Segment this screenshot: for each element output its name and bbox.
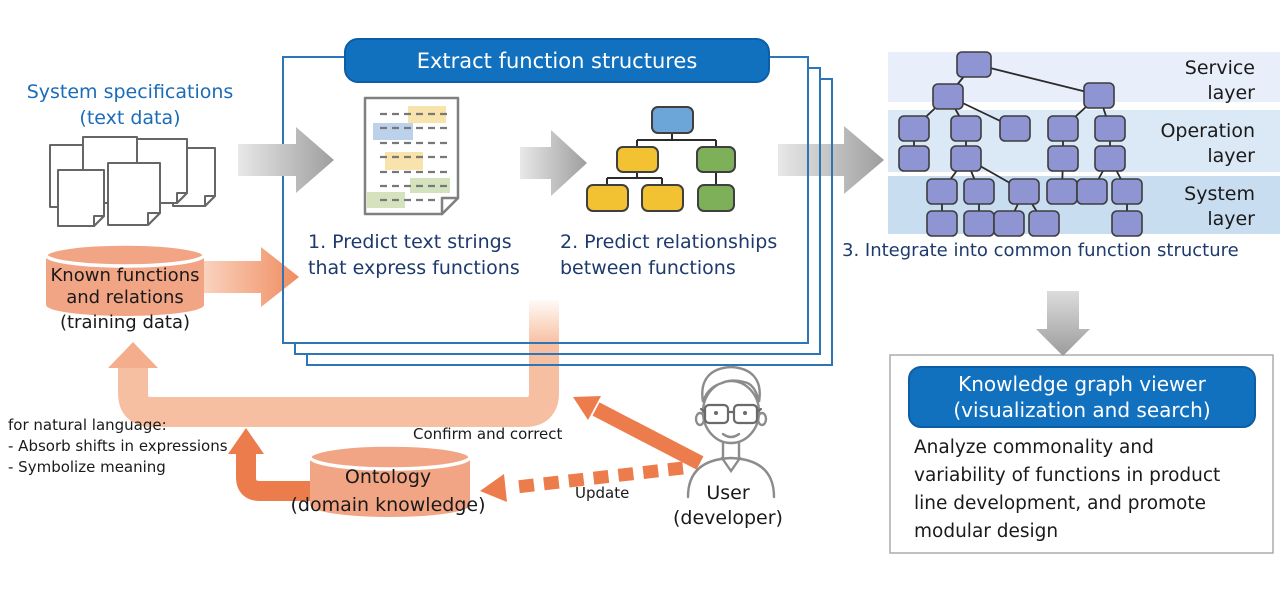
natural-language-notes: for natural language: - Absorb shifts in… — [8, 415, 228, 478]
viewer-desc-line4: modular design — [914, 521, 1059, 542]
user-eye-left — [714, 411, 718, 415]
function-tree-icon — [586, 106, 736, 212]
user-hair — [701, 365, 761, 403]
arrow-training-to-panel — [204, 247, 299, 307]
service-layer-line1: Service — [1184, 57, 1255, 79]
training-db-label: Known functions and relations — [35, 265, 215, 309]
viewer-desc-line3: line development, and promote — [914, 493, 1206, 514]
viewer-banner-line2: (visualization and search) — [953, 398, 1211, 422]
step1-line1: 1. Predict text strings — [308, 231, 512, 253]
viewer-desc-line2: variability of functions in product — [914, 465, 1221, 486]
operation-layer-line2: layer — [1207, 145, 1255, 167]
user-smile — [721, 432, 741, 439]
operation-layer-line1: Operation — [1160, 120, 1255, 142]
user-label: User (developer) — [648, 481, 808, 531]
training-db-caption: (training data) — [59, 312, 191, 333]
ontology-to-training-arrow — [228, 428, 316, 501]
update-label: Update — [575, 484, 630, 502]
service-layer-line2: layer — [1207, 82, 1255, 104]
training-db-line1: Known functions — [50, 265, 200, 286]
training-db-line2: and relations — [66, 287, 184, 308]
step1-label: 1. Predict text strings that express fun… — [308, 229, 520, 281]
annotated-document-icon — [363, 96, 460, 216]
step1-line2: that express functions — [308, 257, 520, 279]
step2-line1: 2. Predict relationships — [560, 231, 778, 253]
training-db-cylinder — [44, 242, 206, 316]
extract-banner: Extract function structures — [344, 38, 770, 83]
document-stack-icon — [49, 136, 216, 227]
confirm-correct-label: Confirm and correct — [413, 425, 563, 443]
operation-layer-label: Operation layer — [1015, 119, 1255, 169]
arrow-specs-to-panel — [238, 127, 334, 193]
viewer-banner-line1: Knowledge graph viewer — [958, 372, 1206, 396]
confirm-correct-arrow — [573, 396, 704, 470]
update-arrow-dashed — [480, 461, 684, 502]
ontology-db-cylinder — [308, 443, 472, 517]
ontology-db-label: Ontology — [344, 466, 432, 488]
arrow-structure-to-viewer — [1036, 291, 1090, 356]
user-glasses — [699, 403, 763, 425]
nl-notes-line2: - Absorb shifts in expressions — [8, 437, 228, 455]
extract-banner-label: Extract function structures — [416, 48, 698, 73]
viewer-description: Analyze commonality and variability of f… — [914, 434, 1270, 546]
nl-notes-line3: - Symbolize meaning — [8, 458, 166, 476]
user-collar — [720, 456, 742, 474]
user-shoulders-fill — [688, 458, 774, 497]
system-specs-title: System specifications (text data) — [10, 79, 250, 131]
system-layer-line2: layer — [1207, 208, 1255, 230]
system-layer-line1: System — [1184, 183, 1255, 205]
document-text-lines — [380, 112, 447, 202]
feedback-loop-arrow — [108, 296, 562, 427]
common-function-tree — [898, 51, 1143, 237]
panel-border-overlays — [282, 124, 833, 366]
step2-line2: between functions — [560, 257, 736, 279]
user-line2: (developer) — [673, 507, 783, 529]
system-specs-line2: (text data) — [79, 107, 181, 129]
user-figure — [686, 365, 776, 499]
arrow-step1-to-step2 — [520, 130, 587, 196]
step2-label: 2. Predict relationships between functio… — [560, 229, 777, 281]
service-layer-label: Service layer — [1015, 56, 1255, 106]
user-eye-right — [743, 411, 747, 415]
system-specs-line1: System specifications — [26, 81, 234, 103]
viewer-desc-line1: Analyze commonality and — [914, 437, 1154, 458]
ontology-db-caption: (domain knowledge) — [290, 494, 486, 516]
user-shoulders — [686, 456, 776, 499]
tree-nodes — [898, 51, 1143, 237]
user-line1: User — [706, 482, 750, 504]
feedback-arrowhead — [108, 342, 158, 368]
system-layer-label: System layer — [1015, 182, 1255, 232]
step3-label: 3. Integrate into common function struct… — [842, 240, 1239, 261]
viewer-banner: Knowledge graph viewer (visualization an… — [908, 366, 1256, 428]
nl-notes-line1: for natural language: — [8, 416, 167, 434]
